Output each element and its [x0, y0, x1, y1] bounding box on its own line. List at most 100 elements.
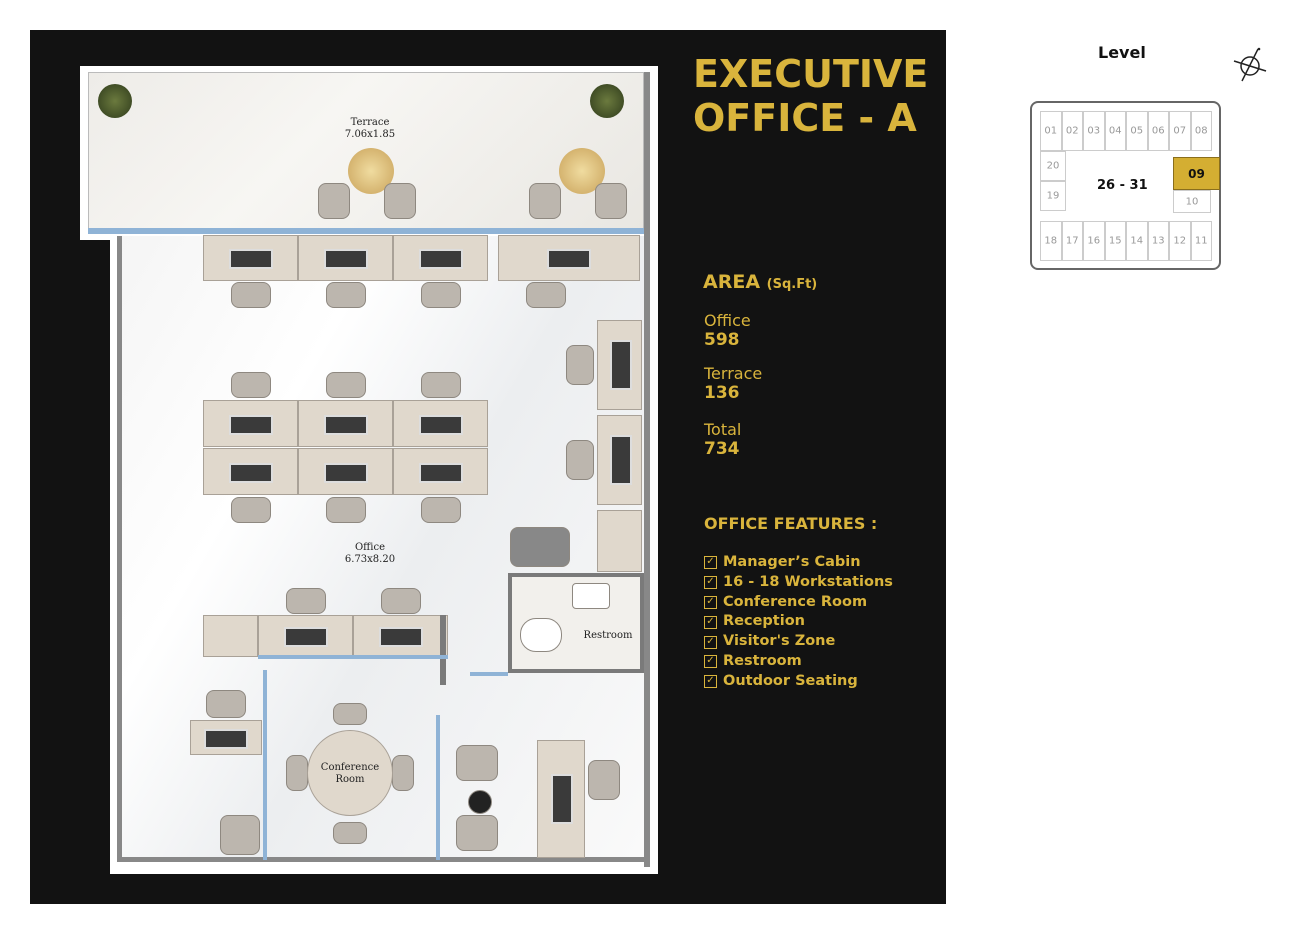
unit-07[interactable]: 07 — [1169, 111, 1191, 151]
title-line-2: OFFICE - A — [693, 96, 917, 140]
floors-label: 26 - 31 — [1097, 178, 1148, 193]
laptop-icon — [418, 462, 463, 483]
laptop-icon — [547, 249, 591, 269]
plant-icon — [590, 84, 624, 118]
chair-icon — [421, 282, 461, 308]
area-heading: AREA (Sq.Ft) — [703, 271, 818, 293]
area-total-label: Total — [704, 420, 742, 439]
plan-cutout — [80, 240, 110, 874]
unit-05[interactable]: 05 — [1126, 111, 1148, 151]
chair-icon — [231, 372, 271, 398]
laptop-icon — [418, 249, 463, 269]
laptop-icon — [228, 462, 273, 483]
laptop-icon — [609, 435, 632, 485]
laptop-icon — [228, 414, 273, 435]
level-title: Level — [1098, 43, 1146, 62]
unit-06[interactable]: 06 — [1147, 111, 1169, 151]
desk — [203, 400, 298, 447]
page-title: EXECUTIVE OFFICE - A — [693, 52, 928, 140]
chair-icon — [421, 497, 461, 523]
desk — [258, 615, 353, 657]
checkbox-icon: ✓ — [704, 556, 717, 570]
chair-icon — [526, 282, 566, 308]
chair-icon — [510, 527, 570, 567]
chair-icon — [326, 497, 366, 523]
feature-label: 16 - 18 Workstations — [723, 573, 893, 590]
chair-icon — [595, 183, 627, 219]
laptop-icon — [323, 414, 368, 435]
laptop-icon — [323, 249, 368, 269]
feature-item: ✓Visitor's Zone — [704, 632, 893, 652]
unit-16[interactable]: 16 — [1083, 221, 1105, 261]
chair-icon — [206, 690, 246, 718]
area-office-value: 598 — [704, 330, 740, 350]
feature-label: Outdoor Seating — [723, 672, 858, 689]
partition-wall — [436, 715, 440, 860]
laptop-icon — [378, 627, 423, 647]
chair-icon — [231, 282, 271, 308]
chair-icon — [286, 588, 326, 614]
chair-icon — [566, 345, 594, 385]
selected-unit[interactable]: 09 — [1173, 157, 1220, 190]
unit-04[interactable]: 04 — [1104, 111, 1126, 151]
features-list: ✓ Manager’s Cabin ✓ 16 - 18 Workstations ✓ Co… — [704, 553, 893, 692]
feature-label: Restroom — [723, 652, 802, 669]
feature-label: Conference Room — [723, 593, 868, 610]
partition-wall — [258, 655, 448, 659]
laptop-icon — [551, 774, 573, 824]
chair-icon — [421, 372, 461, 398]
unit-14[interactable]: 14 — [1126, 221, 1148, 261]
checkbox-icon: ✓ — [704, 576, 717, 590]
toilet-icon — [520, 618, 562, 652]
restroom-label: Restroom — [583, 630, 633, 641]
chair-icon — [529, 183, 561, 219]
feature-label: Visitor's Zone — [723, 633, 836, 650]
feature-item: ✓ 16 - 18 Workstations — [704, 573, 893, 593]
checkbox-icon: ✓ — [704, 595, 717, 609]
checkbox-icon: ✓ — [704, 675, 717, 689]
feature-item: ✓ Outdoor Seating — [704, 672, 893, 692]
laptop-icon — [283, 627, 328, 647]
feature-item: ✓ Conference Room — [704, 593, 893, 613]
feature-item: ✓Reception — [704, 612, 893, 632]
unit-08[interactable]: 08 — [1190, 111, 1212, 151]
area-terrace-value: 136 — [704, 383, 740, 403]
unit-01[interactable]: 01 — [1040, 111, 1062, 151]
unit-03[interactable]: 03 — [1083, 111, 1105, 151]
side-table — [468, 790, 492, 814]
conference-table — [307, 730, 393, 816]
chair-icon — [384, 183, 416, 219]
chair-icon — [456, 815, 498, 851]
unit-13[interactable]: 13 — [1147, 221, 1169, 261]
unit-02[interactable]: 02 — [1061, 111, 1083, 151]
chair-icon — [456, 745, 498, 781]
feature-label: Manager’s Cabin — [723, 554, 861, 570]
unit-18[interactable]: 18 — [1040, 221, 1062, 261]
laptop-icon — [418, 414, 463, 435]
chair-icon — [333, 703, 367, 725]
conference-label: Conference Room — [320, 762, 380, 785]
laptop-icon — [204, 728, 248, 749]
checkbox-icon: ✓ — [704, 655, 717, 669]
laptop-icon — [323, 462, 368, 483]
feature-item: ✓ Manager’s Cabin — [704, 553, 893, 573]
area-total-value: 734 — [704, 439, 740, 459]
unit-12[interactable]: 12 — [1169, 221, 1191, 261]
unit-17[interactable]: 17 — [1061, 221, 1083, 261]
area-terrace-label: Terrace — [704, 364, 763, 383]
chair-icon — [392, 755, 414, 791]
chair-icon — [333, 822, 367, 844]
feature-item: ✓ Restroom — [704, 652, 893, 672]
partition-wall — [263, 670, 267, 860]
unit-15[interactable]: 15 — [1104, 221, 1126, 261]
unit-11[interactable]: 11 — [1190, 221, 1212, 261]
chair-icon — [566, 440, 594, 480]
chair-icon — [381, 588, 421, 614]
features-heading: OFFICE FEATURES : — [704, 514, 878, 533]
unit-20[interactable]: 20 — [1040, 151, 1066, 181]
area-office-label: Office — [704, 311, 751, 330]
partition-wall — [440, 615, 446, 685]
unit-19[interactable]: 19 — [1040, 181, 1066, 211]
chair-icon — [326, 372, 366, 398]
unit-10[interactable]: 10 — [1173, 190, 1211, 213]
